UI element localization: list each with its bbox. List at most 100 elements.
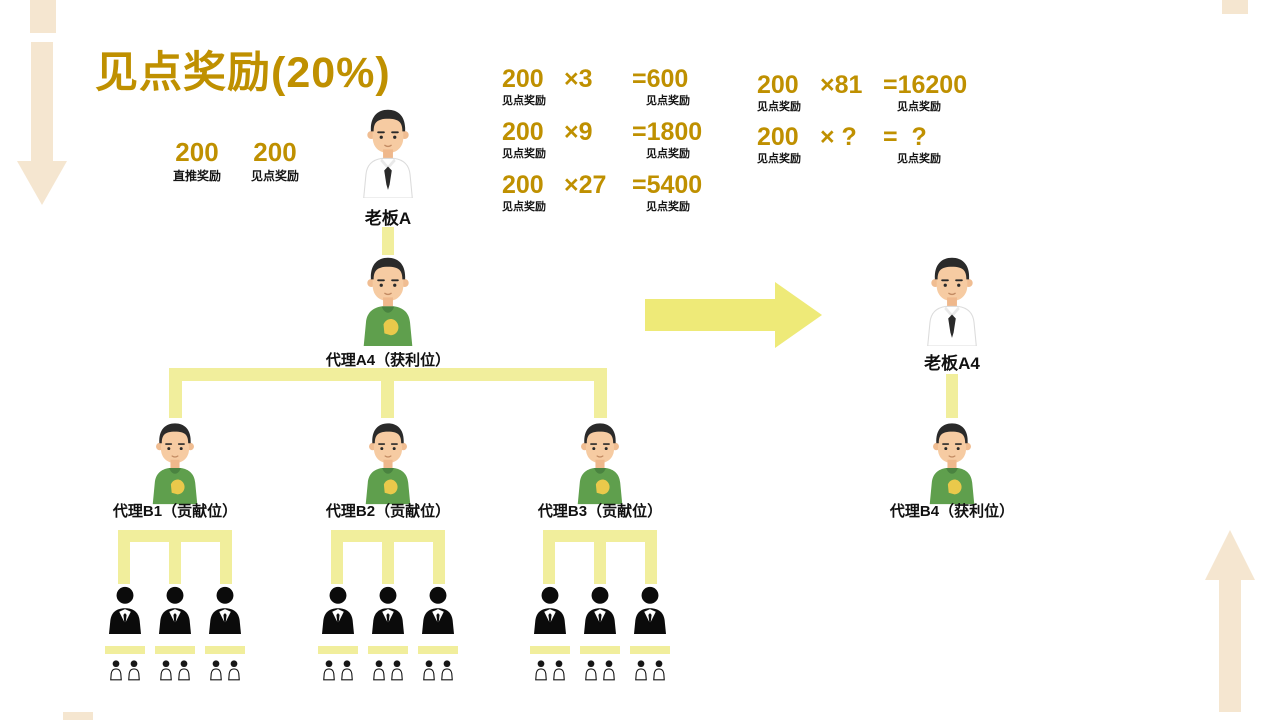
connector-b3-drop <box>594 381 607 418</box>
connector-b1-stub-left <box>118 542 130 584</box>
calc-base-label: 见点奖励 <box>502 95 546 108</box>
calc-mult: ×81 <box>820 71 863 99</box>
connector-b3-stub-mid <box>594 542 606 584</box>
member-icon <box>632 586 668 634</box>
agent-a4-label: 代理A4（获利位） <box>325 352 451 369</box>
calc-result: =600 <box>632 65 689 93</box>
connector-submember-bar <box>418 646 458 654</box>
sub-member-icon <box>534 656 548 684</box>
sub-member-icon <box>127 656 141 684</box>
calc-row-x3: 200 ×3 =600 见点奖励 见点奖励 <box>502 66 690 108</box>
calc-base: 200 <box>502 171 544 199</box>
connector-b1-stub-right <box>220 542 232 584</box>
boss-a4-avatar-icon <box>916 252 988 350</box>
member-icon <box>157 586 193 634</box>
connector-tree-bar <box>169 368 607 381</box>
sub-member-icon <box>209 656 223 684</box>
calc-base-label: 见点奖励 <box>502 148 546 161</box>
reward-direct: 200 直推奖励 <box>159 138 235 184</box>
right-arrow-icon <box>645 282 822 348</box>
connector-b2-drop <box>381 381 394 418</box>
calc-result-label: 见点奖励 <box>646 148 690 161</box>
sub-member-icon <box>584 656 598 684</box>
calc-row-x9: 200 ×9 =1800 见点奖励 见点奖励 <box>502 119 702 161</box>
calc-base: 200 <box>502 118 544 146</box>
connector-bossa-a4 <box>382 227 394 255</box>
calc-row-x81: 200 ×81 =16200 见点奖励 见点奖励 <box>757 72 967 114</box>
member-icon <box>582 586 618 634</box>
agent-b3-avatar-icon <box>567 418 633 508</box>
connector-b2-stub-right <box>433 542 445 584</box>
agent-b1-avatar-icon <box>142 418 208 508</box>
connector-b3-bar <box>543 530 657 542</box>
connector-b3-stub-right <box>645 542 657 584</box>
calc-mult: ×3 <box>564 65 593 93</box>
connector-b1-bar <box>118 530 232 542</box>
connector-submember-bar <box>318 646 358 654</box>
member-icon <box>532 586 568 634</box>
calc-base-label: 见点奖励 <box>757 101 801 114</box>
up-arrow-icon <box>1205 530 1255 712</box>
boss-a-avatar-icon <box>352 104 424 202</box>
sub-member-icon <box>372 656 386 684</box>
calc-base-label: 见点奖励 <box>502 201 546 214</box>
reward-direct-amount: 200 <box>175 137 219 167</box>
connector-bossa4-b4 <box>946 374 958 418</box>
sub-member-icon <box>322 656 336 684</box>
connector-b1-drop <box>169 381 182 418</box>
member-icon <box>420 586 456 634</box>
calc-mult: ×27 <box>564 171 607 199</box>
calc-result-label: 见点奖励 <box>897 101 941 114</box>
sub-member-icon <box>602 656 616 684</box>
connector-submember-bar <box>368 646 408 654</box>
calc-result: = ? <box>883 123 927 151</box>
boss-a-label: 老板A <box>364 209 412 228</box>
calc-result-label: 见点奖励 <box>646 95 690 108</box>
member-icon <box>207 586 243 634</box>
agent-b3-label: 代理B3（贡献位） <box>537 503 663 520</box>
calc-base-label: 见点奖励 <box>757 153 801 166</box>
agent-a4-avatar-icon <box>352 252 424 350</box>
connector-submember-bar <box>155 646 195 654</box>
sub-member-icon <box>177 656 191 684</box>
reward-seen-label: 见点奖励 <box>250 168 299 183</box>
sub-member-icon <box>422 656 436 684</box>
down-arrow-icon <box>17 42 67 205</box>
agent-b1-label: 代理B1（贡献位） <box>112 503 238 520</box>
agent-b4-label: 代理B4（获利位） <box>889 503 1015 520</box>
sub-member-icon <box>340 656 354 684</box>
calc-mult: ×9 <box>564 118 593 146</box>
reward-seen-amount: 200 <box>253 137 297 167</box>
connector-b1-stub-mid <box>169 542 181 584</box>
sub-member-icon <box>652 656 666 684</box>
sub-member-icon <box>552 656 566 684</box>
agent-b2-label: 代理B2（贡献位） <box>325 503 451 520</box>
calc-base: 200 <box>757 71 799 99</box>
connector-submember-bar <box>580 646 620 654</box>
calc-row-unknown: 200 × ? = ? 见点奖励 见点奖励 <box>757 124 941 166</box>
member-icon <box>320 586 356 634</box>
calc-result: =5400 <box>632 171 703 199</box>
reward-direct-label: 直推奖励 <box>172 168 221 183</box>
connector-submember-bar <box>205 646 245 654</box>
sub-member-icon <box>634 656 648 684</box>
calc-result: =1800 <box>632 118 703 146</box>
calc-result: =16200 <box>883 71 968 99</box>
calc-base: 200 <box>502 65 544 93</box>
sub-member-icon <box>227 656 241 684</box>
member-icon <box>370 586 406 634</box>
member-icon <box>107 586 143 634</box>
connector-submember-bar <box>105 646 145 654</box>
decor-strip-top-right <box>1222 0 1248 14</box>
connector-b2-stub-mid <box>382 542 394 584</box>
boss-a4-label: 老板A4 <box>924 354 980 373</box>
connector-b2-bar <box>331 530 445 542</box>
calc-mult: × ? <box>820 123 857 151</box>
connector-b2-stub-left <box>331 542 343 584</box>
agent-b4-avatar-icon <box>919 418 985 508</box>
connector-submember-bar <box>530 646 570 654</box>
calc-result-label: 见点奖励 <box>897 153 941 166</box>
decor-strip-top-left <box>30 0 56 33</box>
calc-base: 200 <box>757 123 799 151</box>
